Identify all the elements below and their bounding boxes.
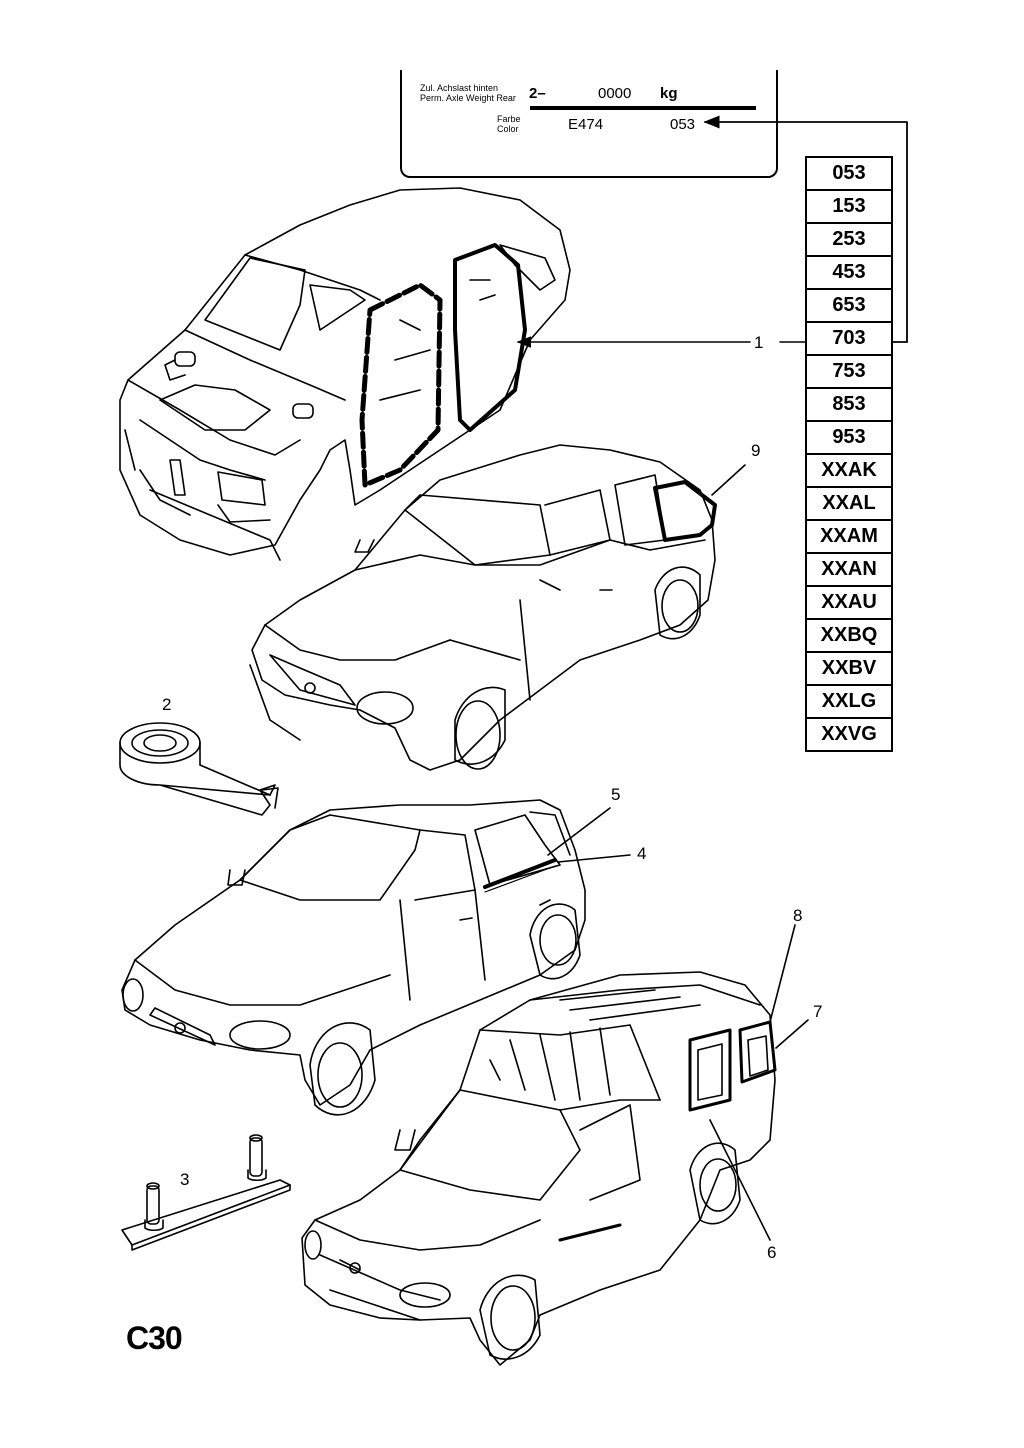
color-code-cell: 953 bbox=[805, 421, 893, 454]
color-code: E474 bbox=[568, 116, 604, 133]
hatchback-5door-drawing bbox=[121, 799, 586, 1116]
color-code-cell: XXAL bbox=[805, 487, 893, 520]
axle-underline bbox=[530, 106, 756, 110]
color-code-cell: XXBV bbox=[805, 652, 893, 685]
page-code: C30 bbox=[126, 1320, 183, 1356]
color-label-plate: Zul. Achslast hinten Perm. Axle Weight R… bbox=[400, 70, 778, 178]
callout-1: 1 bbox=[754, 333, 764, 352]
axle-label-de: Zul. Achslast hinten bbox=[420, 83, 499, 93]
callout-4: 4 bbox=[637, 844, 647, 863]
callout-6: 6 bbox=[767, 1243, 777, 1262]
foam-tape-roll-drawing bbox=[119, 722, 279, 816]
callout-8: 8 bbox=[793, 906, 803, 925]
color-code-cell: 453 bbox=[805, 256, 893, 289]
color-code-cell: 053 bbox=[805, 156, 893, 190]
combo-van-drawing bbox=[301, 971, 777, 1366]
color-number: 053 bbox=[670, 116, 696, 133]
clip-strip-drawing bbox=[121, 1134, 291, 1251]
color-code-cell: XXAK bbox=[805, 454, 893, 487]
color-code-cell: XXLG bbox=[805, 685, 893, 718]
color-code-cell: XXAU bbox=[805, 586, 893, 619]
hatchback-3door-drawing bbox=[249, 444, 717, 771]
color-code-cell: XXVG bbox=[805, 718, 893, 752]
color-code-cell: 653 bbox=[805, 289, 893, 322]
color-code-cell: 703 bbox=[805, 322, 893, 355]
color-code-cell: 253 bbox=[805, 223, 893, 256]
callout-2: 2 bbox=[162, 695, 172, 714]
callout-3: 3 bbox=[180, 1170, 190, 1189]
axle-prefix: 2– bbox=[529, 85, 546, 102]
color-label-de: Farbe bbox=[497, 114, 521, 124]
color-code-cell: XXAN bbox=[805, 553, 893, 586]
color-leader-line bbox=[703, 115, 908, 343]
color-code-cell: 853 bbox=[805, 388, 893, 421]
callout-7: 7 bbox=[813, 1002, 823, 1021]
color-label-en: Color bbox=[497, 124, 519, 134]
callout-9: 9 bbox=[751, 441, 761, 460]
color-code-cell: 153 bbox=[805, 190, 893, 223]
color-code-cell: XXAM bbox=[805, 520, 893, 553]
axle-label-en: Perm. Axle Weight Rear bbox=[420, 93, 516, 103]
axle-unit: kg bbox=[660, 85, 678, 102]
callout-leaders bbox=[516, 336, 809, 1241]
body-shell-drawing bbox=[119, 187, 571, 561]
callout-5: 5 bbox=[611, 785, 621, 804]
axle-value: 0000 bbox=[598, 85, 632, 102]
color-code-cell: 753 bbox=[805, 355, 893, 388]
color-code-cell: XXBQ bbox=[805, 619, 893, 652]
